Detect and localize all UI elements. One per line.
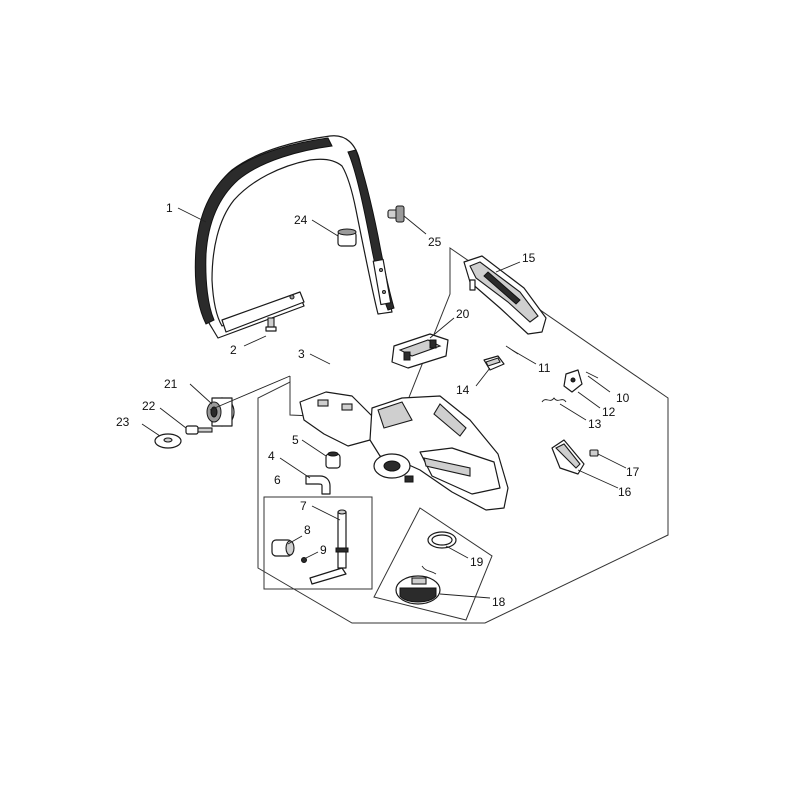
washer-part-23 (154, 433, 182, 449)
callout-19: 19 (470, 555, 484, 569)
leader-lines (141, 207, 627, 599)
callout-22: 22 (142, 399, 156, 413)
screw-part-22 (185, 425, 213, 435)
callout-2: 2 (230, 343, 237, 357)
pin-part-10 (585, 371, 599, 379)
latch-part-12 (563, 369, 583, 393)
filter-part-8 (271, 539, 295, 557)
callout-15: 15 (522, 251, 536, 265)
callout-7: 7 (300, 499, 307, 513)
screw-part-2 (265, 317, 277, 332)
callout-5: 5 (292, 433, 299, 447)
tube-part-7 (309, 509, 349, 585)
callout-6: 6 (274, 473, 281, 487)
callout-21: 21 (164, 377, 178, 391)
callout-12: 12 (602, 405, 616, 419)
nipple-part-5 (325, 451, 341, 469)
cap-part-18 (395, 565, 441, 605)
cover-part-15 (463, 255, 547, 335)
callout-16: 16 (618, 485, 632, 499)
callout-20: 20 (456, 307, 470, 321)
callout-25: 25 (428, 235, 442, 249)
cam-part-14 (483, 355, 505, 371)
callout-3: 3 (298, 347, 305, 361)
bolt-part-25 (387, 205, 405, 223)
callout-18: 18 (492, 595, 506, 609)
oring-part-19 (427, 531, 457, 549)
hose-part-4 (305, 475, 331, 495)
callout-8: 8 (304, 523, 311, 537)
screw-part-17 (589, 449, 599, 457)
bracket-part-20 (391, 333, 449, 369)
callout-10: 10 (616, 391, 630, 405)
callout-11: 11 (538, 361, 551, 375)
callout-13: 13 (588, 417, 602, 431)
assembly-frame-18 (373, 507, 493, 621)
handle-bar (194, 135, 395, 339)
spring-part-13 (541, 397, 567, 403)
callout-4: 4 (268, 449, 275, 463)
assembly-frame-6 (263, 496, 373, 590)
plate-part-16 (551, 439, 585, 475)
callout-1: 1 (166, 201, 173, 215)
callout-24: 24 (294, 213, 308, 227)
clip-part-9 (301, 557, 307, 563)
bushing-part-24 (337, 228, 357, 247)
callout-9: 9 (320, 543, 327, 557)
housing-part-3 (299, 391, 509, 511)
callout-14: 14 (456, 383, 470, 397)
callout-17: 17 (626, 465, 640, 479)
damper-part-21 (206, 397, 235, 427)
callout-23: 23 (116, 415, 130, 429)
